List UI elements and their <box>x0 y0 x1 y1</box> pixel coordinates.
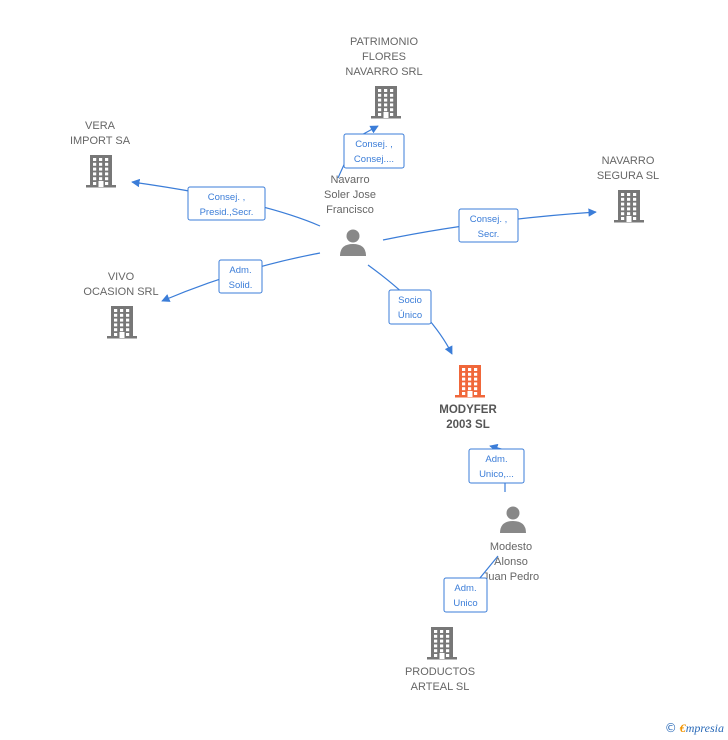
relation-label-box[interactable] <box>187 186 266 221</box>
node-label-line: PRODUCTOS <box>405 666 475 678</box>
relation-label-text: Consej. , <box>470 214 508 225</box>
node-label-line: MODYFER <box>439 404 497 416</box>
relation-label-navarro_segura[interactable]: Consej. , Secr. <box>458 208 519 243</box>
relation-label-productos[interactable]: Adm. Unico <box>443 577 488 613</box>
node-label-line: Alonso <box>494 556 528 568</box>
node-patrimonio[interactable]: PATRIMONIO FLORES NAVARRO SRL <box>345 36 423 119</box>
relation-label-box[interactable] <box>458 208 519 243</box>
relation-label-box[interactable] <box>343 133 405 169</box>
node-navarro_segura[interactable]: NAVARRO SEGURA SL <box>597 155 659 223</box>
person-icon[interactable] <box>500 506 526 534</box>
relation-label-modyfer[interactable]: Adm. Unico,... <box>468 448 525 484</box>
brand-name: mpresia <box>685 721 724 735</box>
node-label-line: Modesto <box>490 541 532 553</box>
building-icon[interactable] <box>107 306 137 339</box>
relation-label-box[interactable] <box>388 289 432 325</box>
node-label-line: Navarro <box>330 174 369 186</box>
node-label-line: OCASION SRL <box>83 286 158 298</box>
relation-label-box[interactable] <box>218 259 263 294</box>
relation-label-text: Adm. <box>229 265 251 276</box>
relation-label-text: Socio <box>398 295 422 306</box>
node-label-line: NAVARRO <box>602 155 655 167</box>
node-productos[interactable]: PRODUCTOS ARTEAL SL <box>405 627 475 693</box>
relation-label-text: Único <box>398 310 422 321</box>
relation-label-text: Solid. <box>229 280 253 291</box>
node-label-line: Francisco <box>326 204 374 216</box>
relation-label-patrimonio[interactable]: Consej. , Consej.... <box>343 133 405 169</box>
node-label-line: NAVARRO SRL <box>345 66 422 78</box>
node-label-line: SEGURA SL <box>597 170 659 182</box>
relation-label-text: Adm. <box>454 583 476 594</box>
copyright-symbol: © <box>664 721 677 735</box>
node-label-line: VIVO <box>108 271 135 283</box>
building-icon[interactable] <box>86 155 116 188</box>
relation-label-text: Consej. , <box>208 192 246 203</box>
empresia-logo: ©€mpresia <box>665 721 724 736</box>
node-label-line: IMPORT SA <box>70 135 131 147</box>
building-icon[interactable] <box>427 627 457 660</box>
relation-label-box[interactable] <box>468 448 525 484</box>
brand-first-letter: € <box>679 721 686 735</box>
relation-label-box[interactable] <box>443 577 488 613</box>
node-label-line: PATRIMONIO <box>350 36 418 48</box>
node-label-line: FLORES <box>362 51 406 63</box>
node-vera[interactable]: VERA IMPORT SA <box>70 120 131 188</box>
relation-label-text: Presid.,Secr. <box>200 207 254 218</box>
node-vivo[interactable]: VIVO OCASION SRL <box>83 271 159 339</box>
relation-label-text: Consej.... <box>354 154 394 165</box>
relation-label-vivo[interactable]: Adm. Solid. <box>218 259 263 294</box>
node-modyfer[interactable]: MODYFER 2003 SL <box>439 365 497 431</box>
relation-label-vera[interactable]: Consej. , Presid.,Secr. <box>187 186 266 221</box>
node-label-line: 2003 SL <box>446 419 489 431</box>
relation-label-text: Unico <box>453 598 477 609</box>
relation-label-text: Secr. <box>478 229 500 240</box>
node-label-line: ARTEAL SL <box>411 681 470 693</box>
relation-label-text: Unico,... <box>479 469 514 480</box>
building-icon[interactable] <box>371 86 401 119</box>
building-icon[interactable] <box>614 190 644 223</box>
building-icon[interactable] <box>455 365 485 398</box>
node-label-line: VERA <box>85 120 116 132</box>
node-label-line: Soler Jose <box>324 189 376 201</box>
relation-label-text: Consej. , <box>355 139 393 150</box>
node-label-line: Juan Pedro <box>483 571 539 583</box>
person-icon[interactable] <box>340 229 366 257</box>
relation-label-text: Adm. <box>485 454 507 465</box>
